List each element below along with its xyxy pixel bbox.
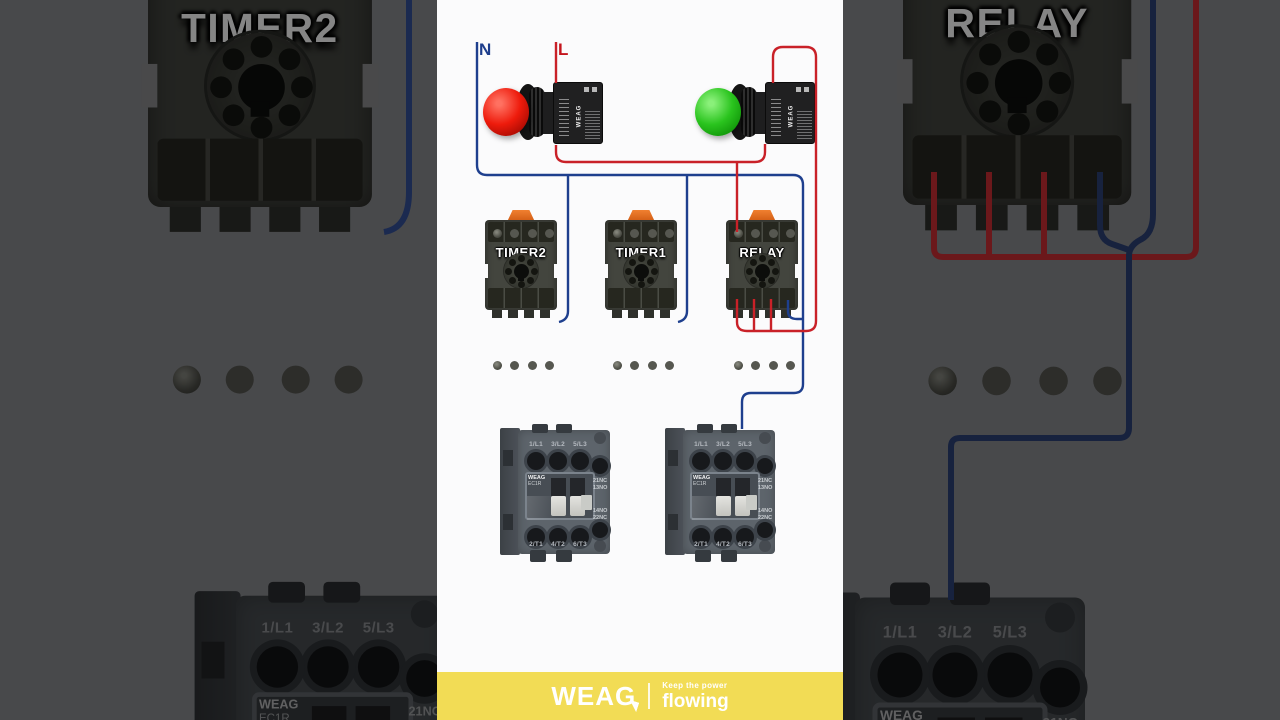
- socket-bottom-terminals: [729, 288, 795, 370]
- line-label: L: [558, 40, 569, 59]
- terminal-label: 3/L2: [716, 441, 730, 448]
- relay-socket-timer1: TIMER1: [603, 210, 679, 370]
- socket-top-terminals: [729, 222, 795, 242]
- terminal-label: 1/L1: [882, 625, 918, 643]
- green-button-cap: [695, 88, 741, 136]
- terminal-label: 6/T3: [573, 541, 587, 548]
- terminal-label: 5/L3: [362, 621, 395, 638]
- contact-window: [525, 472, 595, 520]
- socket-top-terminals: [488, 222, 554, 242]
- socket-bottom-terminals: [608, 288, 674, 370]
- red-button-cap: [483, 88, 529, 136]
- terminal-label: 1/L1: [694, 441, 708, 448]
- block-brand: WEAG: [788, 104, 795, 128]
- relay-socket-timer2: TIMER2: [483, 210, 559, 370]
- terminal-label: 1/L1: [261, 621, 294, 638]
- terminal-label: 2/T1: [694, 541, 708, 548]
- terminal-label: 4/T2: [551, 541, 565, 548]
- background-ghost-socket-relay: RELAY: [896, 0, 1138, 396]
- tagline: Keep the power flowing: [662, 680, 729, 712]
- contact-block: WEAG: [553, 82, 603, 144]
- terminal-label: 3/L2: [312, 621, 344, 638]
- terminal-holes-top: [256, 646, 299, 688]
- block-brand: WEAG: [576, 104, 583, 128]
- din-rail-mount: [194, 591, 241, 720]
- din-rail-mount: [500, 428, 520, 555]
- weag-logo: WEAG: [551, 681, 637, 711]
- contact-window: [872, 702, 1048, 720]
- terminal-label: 3/L2: [551, 441, 565, 448]
- terminal-holes-top: [692, 452, 710, 470]
- diagram-panel: N L WEAG WEAG: [437, 0, 843, 720]
- terminal-holes-top: [527, 452, 545, 470]
- terminal-label: 3/L2: [937, 625, 973, 643]
- stop-push-button: WEAG: [483, 76, 605, 150]
- brand-banner: WEAG Keep the power flowing: [437, 672, 843, 720]
- contact-window: [690, 472, 760, 520]
- background-ghost-socket-timer2: TIMER2: [141, 0, 379, 394]
- socket-top-terminals: [608, 222, 674, 242]
- terminal-holes-top: [877, 652, 923, 698]
- contact-window: [252, 692, 414, 720]
- relay-socket-relay: RELAY: [724, 210, 800, 370]
- socket-bottom-terminals: [488, 288, 554, 370]
- terminal-label: 5/L3: [573, 441, 587, 448]
- terminal-label: 6/T3: [738, 541, 752, 548]
- divider: [648, 683, 651, 709]
- terminal-label: 4/T2: [716, 541, 730, 548]
- terminal-label: 5/L3: [738, 441, 752, 448]
- neutral-label: N: [479, 40, 492, 59]
- contact-block: WEAG: [765, 82, 815, 144]
- terminal-holes-bottom: [692, 528, 710, 546]
- start-push-button: WEAG: [695, 76, 817, 150]
- terminal-holes-bottom: [527, 528, 545, 546]
- socket-bottom-terminals: [157, 138, 363, 394]
- terminal-label: 5/L3: [992, 625, 1028, 643]
- socket-bottom-terminals: [912, 135, 1122, 396]
- terminal-label: 2/T1: [529, 541, 543, 548]
- terminal-label: 1/L1: [529, 441, 543, 448]
- din-rail-mount: [665, 428, 685, 555]
